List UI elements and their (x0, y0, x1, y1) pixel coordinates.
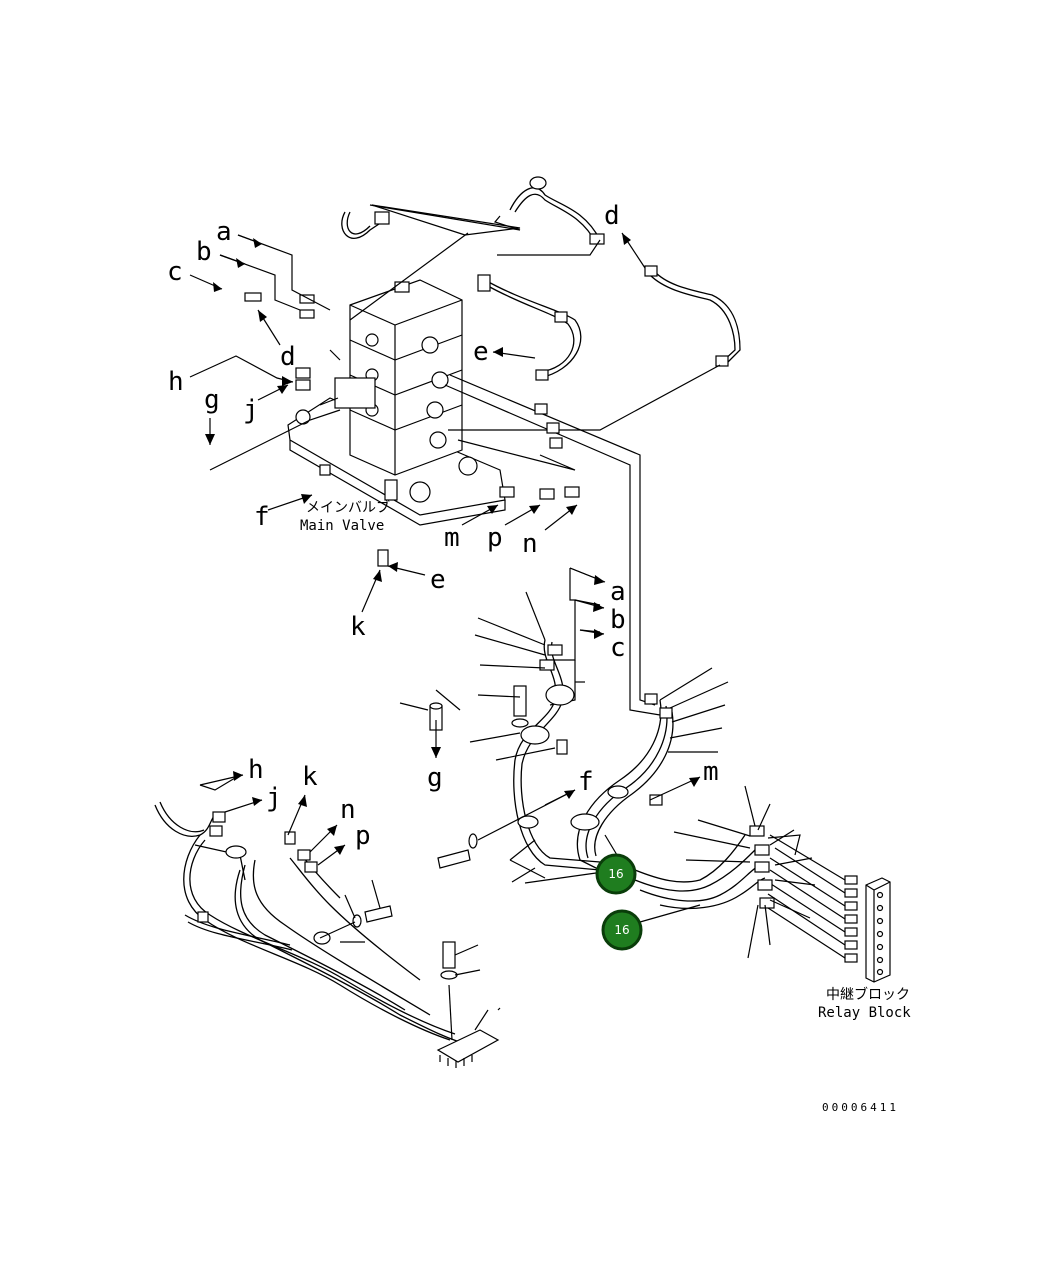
lower-left-hose-bundle (154, 774, 501, 1068)
arrow-k-mid (361, 569, 382, 613)
arrow-p-top (504, 504, 541, 526)
arrow-n-top (544, 504, 578, 531)
label-n-top: n (522, 529, 538, 559)
arrow-g-mid (431, 720, 441, 758)
arrow-p-low (317, 844, 346, 866)
label-f-mid: f (578, 767, 594, 797)
arrows (189, 232, 701, 866)
label-j-top: j (243, 395, 259, 425)
relay-block (673, 785, 891, 983)
arrow-h-low (199, 771, 244, 786)
arrow-f-mid (544, 789, 576, 806)
arrow-e-mid (387, 562, 426, 576)
arrow-c-top (189, 274, 223, 292)
label-c-mid: c (610, 633, 626, 663)
arrow-c-mid (579, 629, 605, 639)
label-m-mid: m (703, 757, 719, 787)
label-g-top: g (204, 385, 220, 415)
label-d-right: d (604, 201, 620, 231)
label-n-low: n (340, 795, 356, 825)
document-number: 00006411 (822, 1101, 899, 1114)
label-b-mid: b (610, 605, 626, 635)
label-a-top: a (216, 217, 232, 247)
arrow-a-top (237, 234, 331, 311)
label-p-top: p (487, 523, 503, 553)
arrow-j-low (224, 797, 263, 813)
main-valve-label-jp: メインバルブ (306, 499, 390, 516)
label-h-low: h (248, 755, 264, 785)
arrow-m-top (461, 504, 499, 526)
letter-labels: a b c d d e h j g f m p n e k a b c g f … (167, 201, 719, 851)
callout-badge-16[interactable]: 16 (601, 909, 643, 951)
label-a-mid: a (610, 577, 626, 607)
label-e-top: e (473, 337, 489, 367)
arrow-a-mid (569, 567, 606, 585)
label-j-low: j (266, 783, 282, 813)
label-f-top: f (254, 502, 270, 532)
label-d-left: d (280, 342, 296, 372)
arrow-g-top (205, 409, 341, 471)
arrow-m-mid (649, 776, 701, 801)
label-k-low: k (302, 762, 318, 792)
arrow-n-low (309, 824, 338, 853)
arrow-b-top (219, 254, 301, 311)
main-valve-assembly (244, 279, 580, 567)
label-k-mid: k (350, 612, 366, 642)
label-g-mid: g (427, 763, 443, 793)
upper-hoses (341, 176, 741, 381)
label-e-mid: e (430, 565, 446, 595)
captions: メインバルブ Main Valve 中継ブロック Relay Block 000… (300, 499, 911, 1114)
relay-block-label-en: Relay Block (818, 1005, 911, 1021)
arrow-d-right (621, 232, 646, 269)
arrow-d-left (257, 309, 281, 346)
arrow-b-mid (574, 599, 605, 612)
label-b-top: b (196, 237, 212, 267)
label-p-low: p (355, 821, 371, 851)
arrow-j-top (257, 384, 289, 401)
arrow-f-top (267, 494, 313, 511)
main-valve-label-en: Main Valve (300, 518, 384, 534)
relay-block-label-jp: 中継ブロック (826, 986, 910, 1003)
arrow-e-top (492, 347, 536, 359)
arrow-h-top (189, 355, 294, 386)
callout-badge-16[interactable]: 16 (595, 853, 637, 895)
callout-badge-text: 16 (614, 923, 629, 937)
callout-badges: 16 16 (524, 853, 701, 951)
label-h-top: h (168, 367, 184, 397)
label-m-top: m (444, 523, 460, 553)
arrow-k-low (287, 794, 307, 836)
callout-badge-text: 16 (608, 867, 623, 881)
label-c-top: c (167, 257, 183, 287)
